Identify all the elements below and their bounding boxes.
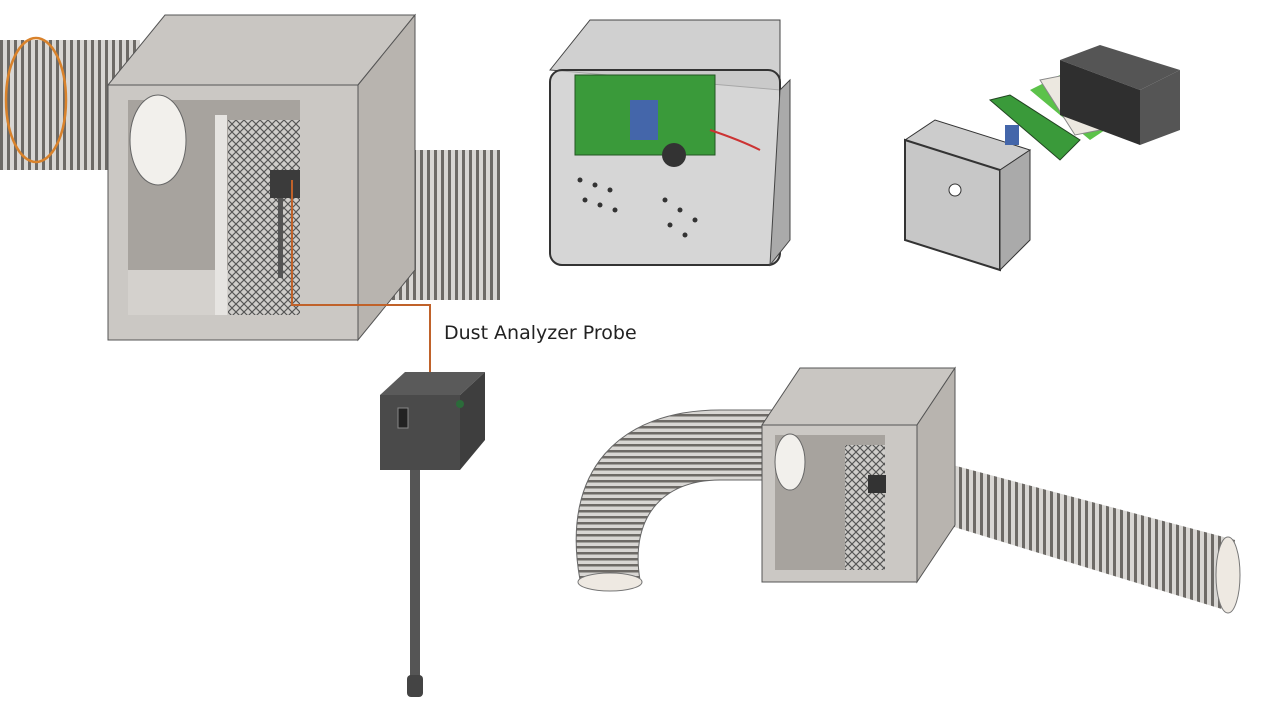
straight-hose — [915, 455, 1235, 610]
duct-assembly-complete — [575, 366, 1241, 614]
filter-mesh — [228, 120, 300, 315]
leader-line — [291, 180, 431, 388]
probe-rod — [410, 470, 420, 680]
probe-mounted — [270, 170, 300, 198]
highlight-ring — [4, 36, 68, 164]
probe-detail — [380, 372, 485, 697]
probe-label: Dust Analyzer Probe — [444, 322, 637, 344]
curved-hose — [575, 409, 781, 581]
exploded-view — [903, 45, 1180, 272]
duct-assembly-main — [0, 13, 500, 390]
sensor-enclosure — [549, 19, 791, 267]
